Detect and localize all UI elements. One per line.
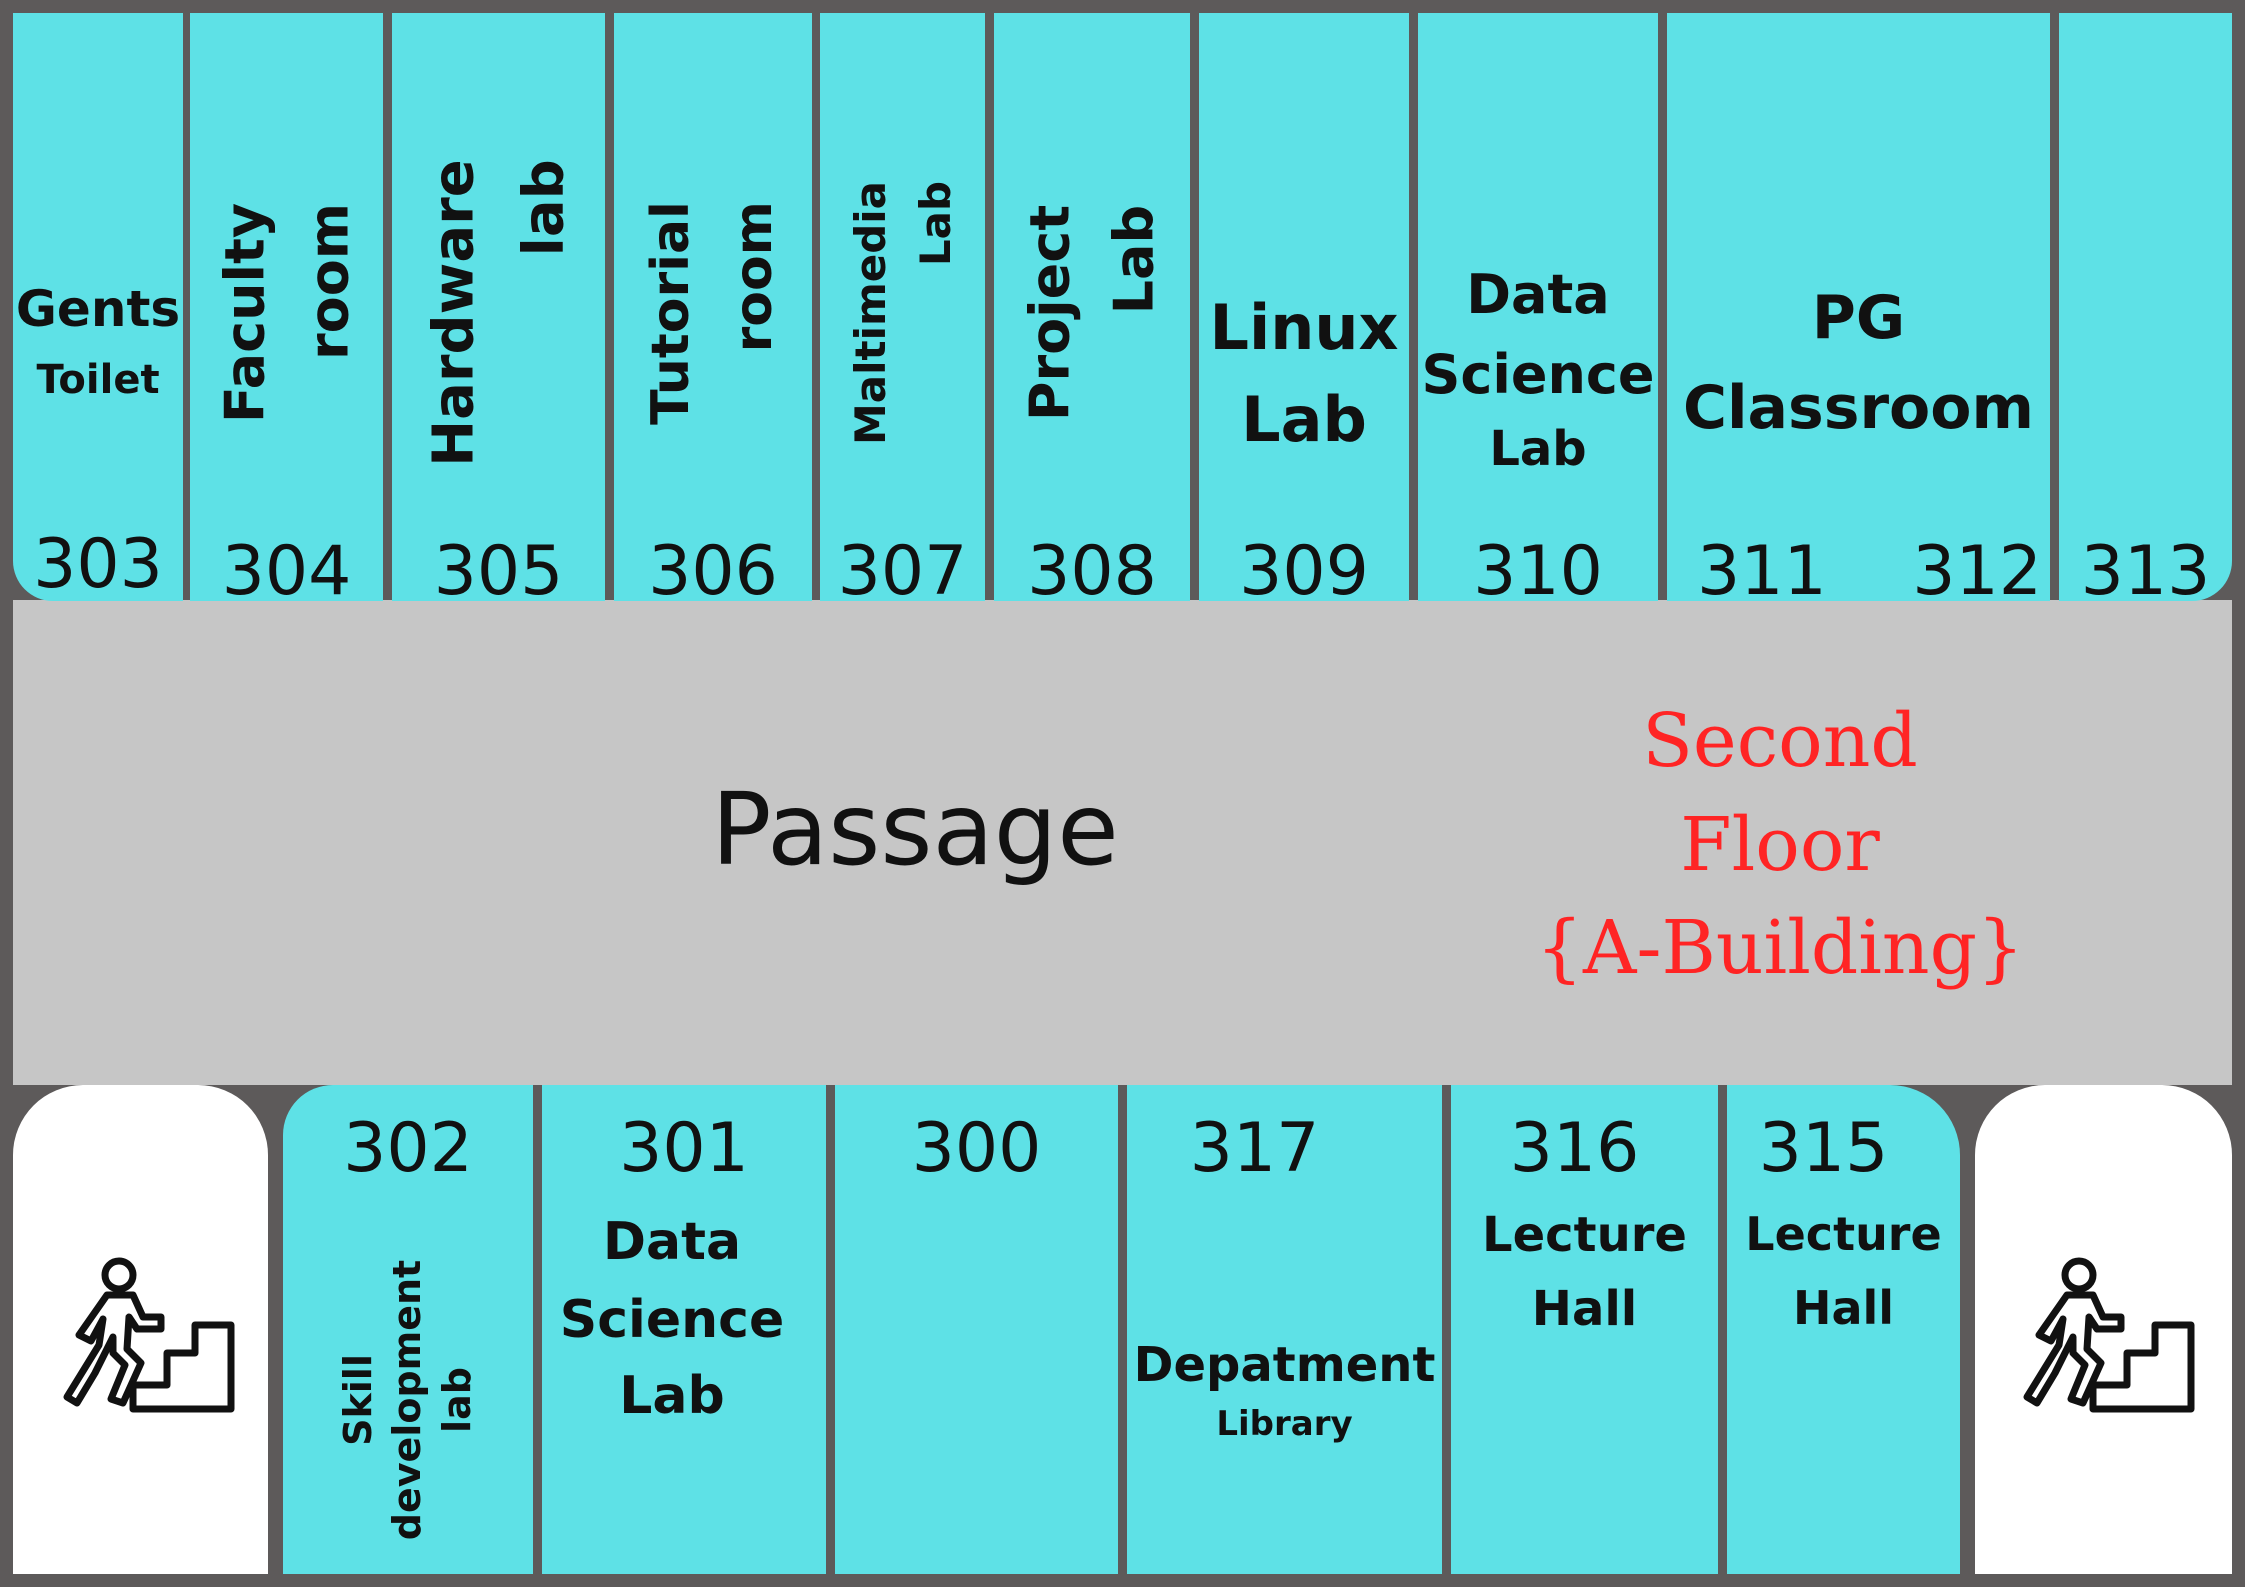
staircase-right[interactable] — [1975, 1085, 2232, 1574]
room-number: 317 — [1189, 1109, 1320, 1188]
room-name: Maltimedia — [845, 180, 895, 446]
room-number: 309 — [1239, 532, 1369, 602]
room-name: Lecture — [1745, 1207, 1942, 1261]
room-302[interactable]: 302 Skill development lab — [283, 1085, 533, 1574]
room-name: Depatment — [1133, 1337, 1436, 1393]
room-308[interactable]: Project Lab 308 — [994, 13, 1190, 601]
room-name: Tutorial — [640, 201, 701, 425]
room-name: Project — [1018, 204, 1082, 422]
room-name-sub: Lab — [910, 180, 960, 267]
room-301[interactable]: 301 Data Science Lab — [542, 1085, 826, 1574]
room-number: 304 — [221, 532, 352, 602]
floor-title-line2: Floor — [1680, 801, 1880, 888]
room-number: 300 — [911, 1109, 1042, 1188]
floor-title-line1: Second — [1642, 698, 1918, 784]
room-number: 301 — [619, 1109, 749, 1188]
room-306[interactable]: Tutorial room 306 — [614, 13, 812, 601]
room-name-sub: Toilet — [36, 357, 160, 403]
room-311-312[interactable]: PG Classroom 311 312 — [1667, 13, 2050, 601]
room-317[interactable]: 317 Depatment Library — [1127, 1085, 1442, 1574]
room-name-sub2: Lab — [619, 1366, 725, 1426]
room-name: Skill — [335, 1354, 380, 1446]
room-number: 315 — [1758, 1109, 1889, 1188]
room-303[interactable]: Gents Toilet 303 — [13, 13, 183, 601]
room-name-sub2: Lab — [1489, 421, 1587, 477]
passage-label: Passage — [711, 771, 1119, 888]
passage-area — [13, 600, 2232, 1085]
room-number: 316 — [1509, 1109, 1640, 1188]
room-name-sub: Library — [1216, 1404, 1353, 1444]
room-name: Lecture — [1482, 1207, 1687, 1263]
room-name: Hardware — [420, 159, 486, 467]
room-name-sub: development — [385, 1259, 430, 1541]
room-name-sub: room — [724, 201, 784, 353]
room-name-sub: Classroom — [1682, 373, 2035, 443]
room-name-sub: Science — [559, 1290, 785, 1350]
room-number: 308 — [1027, 532, 1157, 602]
room-name-sub: Hall — [1531, 1281, 1638, 1337]
room-name-sub: room — [296, 202, 360, 361]
room-name-sub: Lab — [1241, 383, 1367, 456]
room-name-sub: Hall — [1792, 1281, 1895, 1335]
room-300[interactable]: 300 — [835, 1085, 1118, 1574]
room-313[interactable]: 313 — [2059, 13, 2232, 601]
room-number: 313 — [2080, 532, 2211, 602]
room-307[interactable]: Maltimedia Lab 307 — [820, 13, 985, 601]
person-climbing-stairs-icon — [63, 1257, 235, 1413]
room-name-sub: Lab — [1102, 204, 1165, 315]
room-name-sub: Science — [1421, 343, 1655, 406]
person-climbing-stairs-icon — [2023, 1257, 2195, 1413]
room-316[interactable]: 316 Lecture Hall — [1451, 1085, 1718, 1574]
room-number: 307 — [837, 532, 968, 602]
room-number: 306 — [648, 532, 778, 602]
room-name: Faculty — [212, 202, 276, 424]
room-309[interactable]: Linux Lab 309 — [1199, 13, 1409, 601]
floor-title: Second Floor {A-Building} — [1470, 690, 2090, 1001]
room-name: Linux — [1209, 291, 1399, 364]
staircase-left[interactable] — [13, 1085, 268, 1574]
room-name: Data — [602, 1212, 742, 1272]
room-name-sub: lab — [510, 159, 576, 257]
room-name: PG — [1811, 283, 1906, 353]
room-name: Gents — [15, 280, 181, 338]
room-number: 311 — [1697, 532, 1827, 602]
room-name: Data — [1466, 263, 1610, 326]
room-name-sub2: lab — [434, 1367, 479, 1433]
floor-title-line3: {A-Building} — [1535, 905, 2025, 992]
room-310[interactable]: Data Science Lab 310 — [1418, 13, 1658, 601]
room-number: 303 — [33, 525, 163, 601]
room-305[interactable]: Hardware lab 305 — [392, 13, 605, 601]
room-number: 310 — [1473, 532, 1603, 602]
room-number: 302 — [343, 1109, 473, 1188]
room-number-secondary: 312 — [1912, 532, 2042, 602]
room-315[interactable]: 315 Lecture Hall — [1727, 1085, 1960, 1574]
room-number: 305 — [433, 532, 564, 602]
room-304[interactable]: Faculty room 304 — [190, 13, 383, 601]
